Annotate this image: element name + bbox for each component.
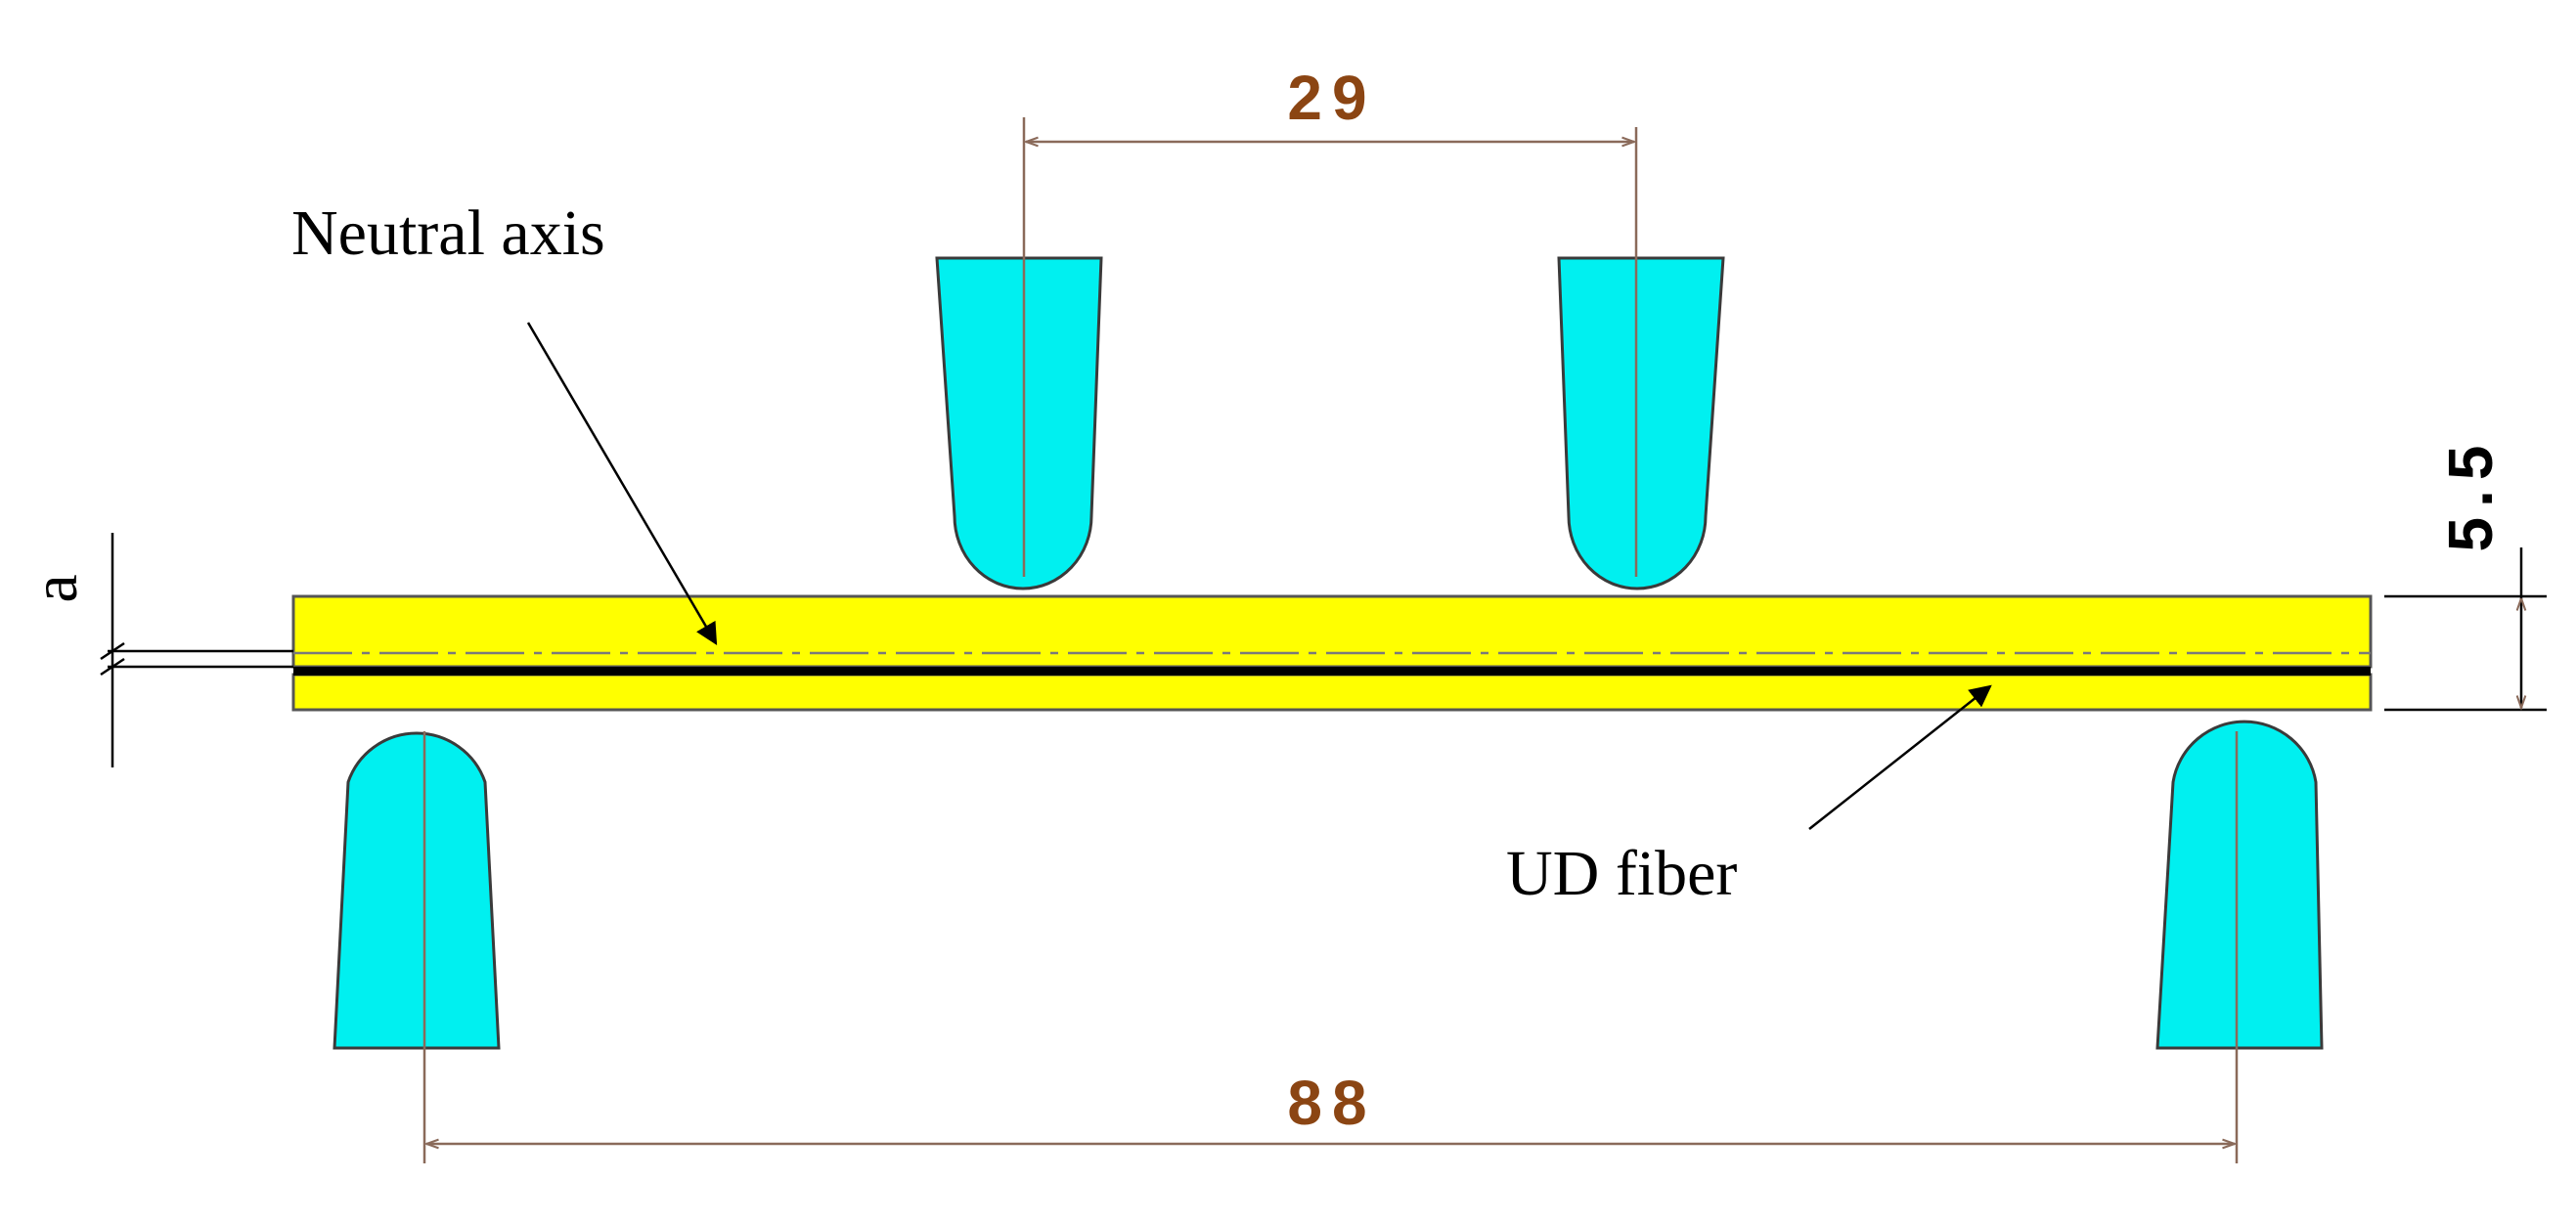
loading-span-label: 29 bbox=[1287, 63, 1376, 133]
loading-roller-right bbox=[1557, 256, 1725, 590]
ud-fiber-annotation: UD fiber bbox=[1506, 684, 1992, 909]
thickness-label: 5.5 bbox=[2435, 436, 2506, 552]
support-roller-left bbox=[333, 731, 501, 1163]
specimen-beam bbox=[291, 594, 2373, 712]
dimension-loading-span: 29 bbox=[1022, 63, 1638, 258]
dimension-support-span: 88 bbox=[426, 1068, 2235, 1144]
dimension-thickness: 5.5 bbox=[2384, 436, 2547, 712]
neutral-axis-label: Neutral axis bbox=[291, 197, 605, 269]
ud-fiber-label: UD fiber bbox=[1506, 838, 1737, 909]
a-label: a bbox=[20, 574, 91, 602]
specimen-lower-layer bbox=[291, 673, 2373, 712]
dimension-a: a bbox=[20, 533, 293, 767]
support-roller-right bbox=[2155, 720, 2324, 1163]
loading-roller-left bbox=[935, 256, 1103, 590]
ud-fiber-layer bbox=[293, 667, 2371, 676]
neutral-axis-annotation: Neutral axis bbox=[291, 197, 718, 645]
specimen-upper-layer bbox=[291, 594, 2373, 669]
support-span-label: 88 bbox=[1287, 1068, 1376, 1138]
